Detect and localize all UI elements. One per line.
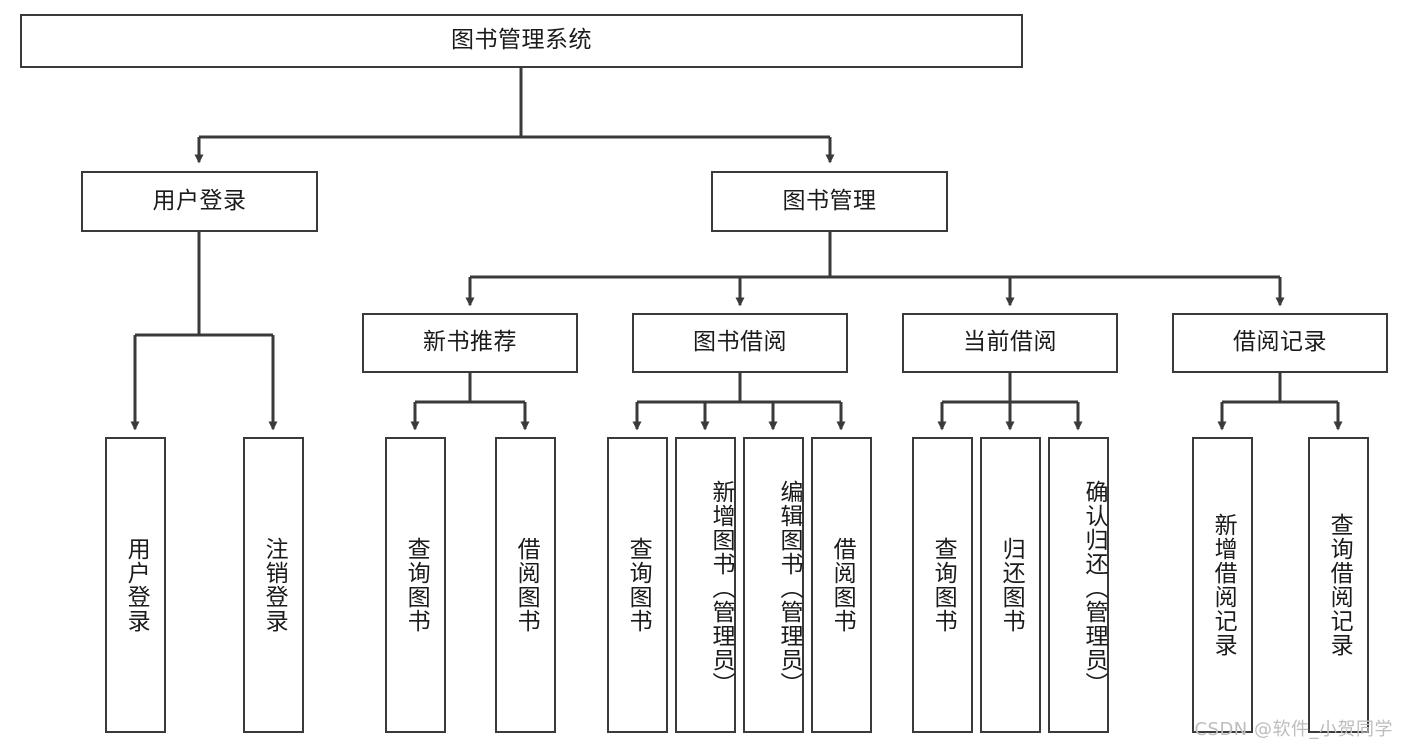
- node-label: 图书管理系统: [451, 27, 592, 54]
- node-label: 用户登录: [123, 537, 150, 633]
- leaf-borrow-book-recommend[interactable]: 借阅图书: [495, 437, 556, 733]
- leaf-borrow-book[interactable]: 借阅图书: [811, 437, 872, 733]
- node-label: 查询图书: [930, 537, 957, 633]
- leaf-return-book[interactable]: 归还图书: [980, 437, 1041, 733]
- node-label: 借阅记录: [1233, 329, 1327, 356]
- leaf-edit-book-admin[interactable]: 编辑图书（管理员）: [743, 437, 804, 733]
- leaf-add-book-admin[interactable]: 新增图书（管理员）: [675, 437, 736, 733]
- node-borrow-record[interactable]: 借阅记录: [1172, 313, 1388, 373]
- leaf-query-book-recommend[interactable]: 查询图书: [385, 437, 446, 733]
- node-book-manage[interactable]: 图书管理: [711, 171, 948, 232]
- node-label: 借阅图书: [829, 537, 856, 633]
- leaf-user-login[interactable]: 用户登录: [105, 437, 166, 733]
- leaf-add-borrow-record[interactable]: 新增借阅记录: [1192, 437, 1253, 733]
- node-label: 新书推荐: [423, 329, 517, 356]
- node-label: 归还图书: [998, 537, 1025, 633]
- leaf-query-book-borrow[interactable]: 查询图书: [607, 437, 668, 733]
- node-label: 查询图书: [625, 537, 652, 633]
- node-book-borrow[interactable]: 图书借阅: [632, 313, 848, 373]
- node-label: 查询借阅记录: [1326, 513, 1353, 657]
- node-label: 确认归还（管理员）: [1081, 480, 1107, 696]
- node-current-borrow[interactable]: 当前借阅: [902, 313, 1118, 373]
- node-label: 编辑图书（管理员）: [776, 480, 802, 696]
- node-user-login[interactable]: 用户登录: [81, 171, 318, 232]
- leaf-query-book-current[interactable]: 查询图书: [912, 437, 973, 733]
- node-label: 查询图书: [403, 537, 430, 633]
- node-label: 注销登录: [261, 537, 288, 633]
- leaf-confirm-return-admin[interactable]: 确认归还（管理员）: [1048, 437, 1109, 733]
- node-new-book-recommend[interactable]: 新书推荐: [362, 313, 578, 373]
- node-label: 用户登录: [152, 187, 247, 214]
- csdn-watermark: CSDN @软件_小贺同学: [1194, 719, 1393, 740]
- node-label: 借阅图书: [513, 537, 540, 633]
- leaf-logout-login[interactable]: 注销登录: [243, 437, 304, 733]
- node-label: 新增借阅记录: [1210, 513, 1237, 657]
- node-label: 图书借阅: [693, 329, 787, 356]
- leaf-query-borrow-record[interactable]: 查询借阅记录: [1308, 437, 1369, 733]
- node-label: 当前借阅: [963, 329, 1057, 356]
- node-label: 新增图书（管理员）: [708, 480, 734, 696]
- node-root-book-management-system[interactable]: 图书管理系统: [20, 14, 1023, 68]
- node-label: 图书管理: [782, 187, 877, 214]
